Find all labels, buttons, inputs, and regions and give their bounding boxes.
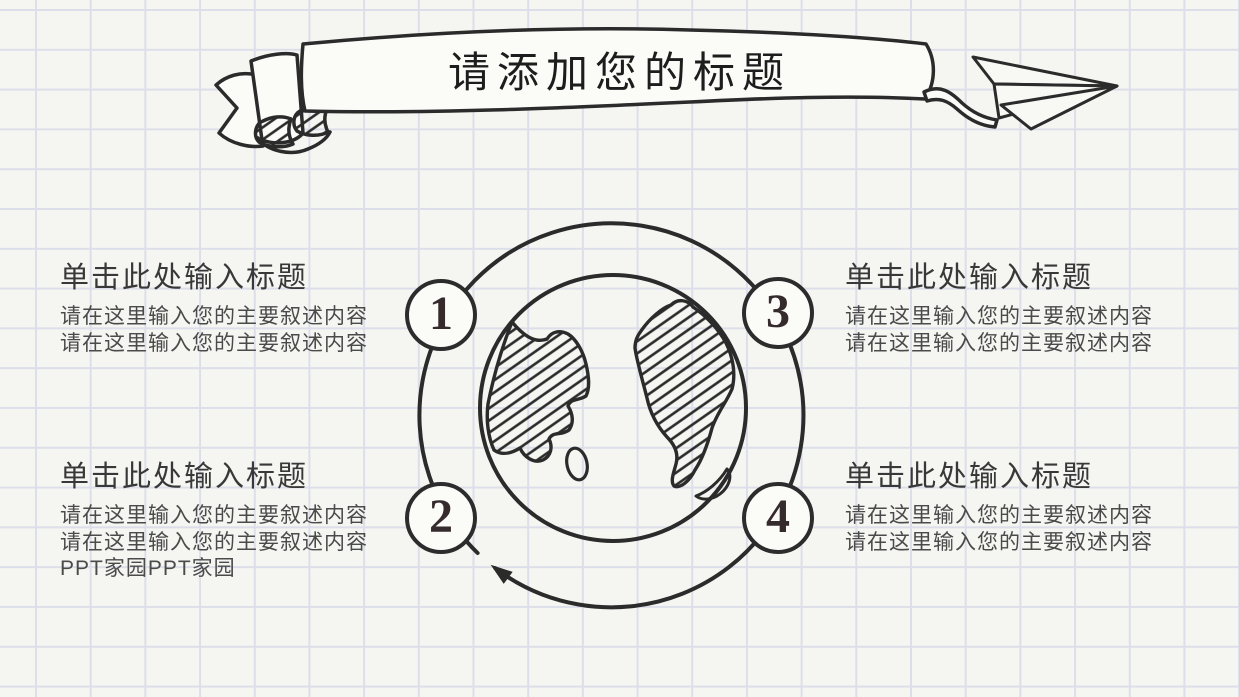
- block-line[interactable]: PPT家园PPT家园: [60, 557, 236, 580]
- block-line[interactable]: 请在这里输入您的主要叙述内容: [60, 530, 368, 554]
- text-block-top-right[interactable]: 单击此处输入标题 请在这里输入您的主要叙述内容 请在这里输入您的主要叙述内容: [845, 262, 1185, 357]
- block-line[interactable]: 请在这里输入您的主要叙述内容: [845, 504, 1153, 527]
- ribbon-tail: [214, 71, 265, 149]
- ribbon-roll-left: [253, 115, 295, 149]
- block-line[interactable]: 请在这里输入您的主要叙述内容: [845, 530, 1153, 554]
- globe-outline: [478, 273, 748, 543]
- globe-island: [565, 446, 589, 482]
- step-circle-3: 3: [742, 277, 814, 349]
- globe-landmass-east: [633, 299, 736, 489]
- globe-crescent: [694, 467, 732, 501]
- orbit-arrowhead: [490, 564, 513, 584]
- ribbon-neck: [922, 87, 999, 129]
- block-line[interactable]: 请在这里输入您的主要叙述内容: [845, 331, 1153, 355]
- ribbon-banner-icon: [214, 27, 999, 155]
- orbit-arrow-icon: [417, 221, 806, 610]
- paper-plane-icon: [971, 55, 1119, 131]
- block-heading[interactable]: 单击此处输入标题: [845, 262, 1094, 294]
- step-number: 4: [766, 489, 790, 543]
- block-line[interactable]: 请在这里输入您的主要叙述内容: [845, 305, 1153, 328]
- globe-landmass-west: [485, 320, 591, 463]
- step-circle-2: 2: [405, 482, 477, 554]
- text-block-bottom-left[interactable]: 单击此处输入标题 请在这里输入您的主要叙述内容 请在这里输入您的主要叙述内容 P…: [60, 461, 400, 583]
- block-heading[interactable]: 单击此处输入标题: [60, 461, 309, 493]
- step-number: 2: [429, 489, 453, 543]
- step-circle-4: 4: [742, 482, 814, 554]
- text-block-bottom-right[interactable]: 单击此处输入标题 请在这里输入您的主要叙述内容 请在这里输入您的主要叙述内容: [845, 461, 1185, 556]
- step-circle-1: 1: [405, 279, 477, 351]
- slide-title[interactable]: 请添加您的标题: [447, 51, 791, 97]
- text-block-top-left[interactable]: 单击此处输入标题 请在这里输入您的主要叙述内容 请在这里输入您的主要叙述内容: [60, 262, 400, 357]
- block-heading[interactable]: 单击此处输入标题: [60, 262, 309, 294]
- globe-icon: [478, 273, 748, 543]
- block-line[interactable]: 请在这里输入您的主要叙述内容: [60, 305, 368, 328]
- step-number: 1: [429, 286, 453, 340]
- block-heading[interactable]: 单击此处输入标题: [845, 461, 1094, 493]
- block-line[interactable]: 请在这里输入您的主要叙述内容: [60, 331, 368, 355]
- orbit-circle: [417, 221, 806, 610]
- block-line[interactable]: 请在这里输入您的主要叙述内容: [60, 504, 368, 527]
- step-number: 3: [766, 284, 790, 338]
